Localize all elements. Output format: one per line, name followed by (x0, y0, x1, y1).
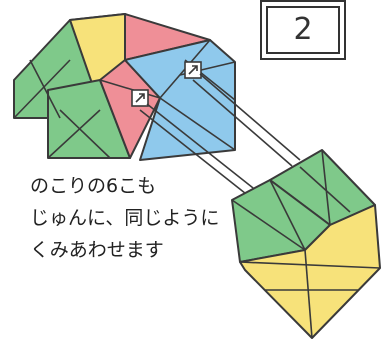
instruction-line-1: のこりの6こも (30, 175, 157, 197)
instruction-line-2: じゅんに、同じように (30, 207, 220, 229)
step-number: 2 (293, 12, 313, 47)
insert-arrow-icon (184, 61, 301, 167)
insert-arrow-icon (131, 89, 263, 202)
right-unit (231, 149, 381, 339)
instruction-text: のこりの6こも じゅんに、同じように くみあわせます (30, 170, 230, 266)
step-number-box: 2 (260, 0, 346, 60)
yellow-face-right (239, 204, 381, 339)
step-number-frame: 2 (266, 6, 340, 54)
left-cluster (13, 13, 236, 161)
instruction-line-3: くみあわせます (30, 239, 164, 261)
